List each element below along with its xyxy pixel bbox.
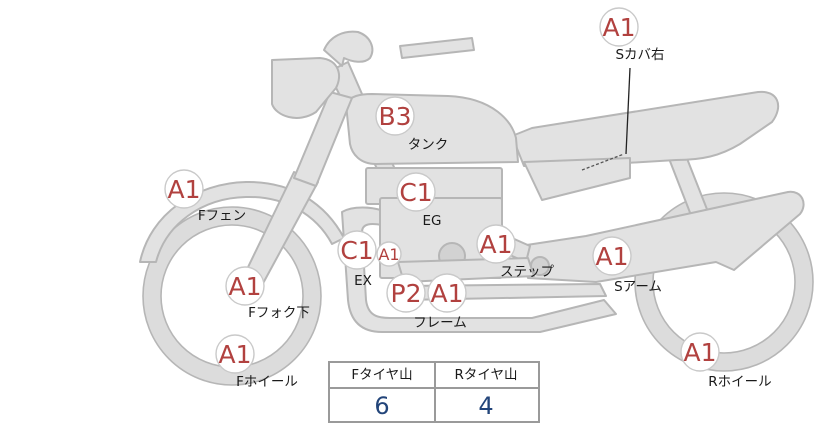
part-label: Fホイール: [236, 374, 298, 390]
part-label: タンク: [408, 137, 449, 153]
grade-badge: B3: [378, 102, 411, 131]
grade-badge: A1: [228, 272, 261, 301]
grade-badge: A1: [595, 242, 628, 271]
part-label: フレーム: [413, 315, 467, 331]
grade-badge: A1: [602, 13, 635, 42]
front-tire-header: Fタイヤ山: [330, 363, 434, 389]
grade-badge: A1: [167, 175, 200, 204]
grade-badge: A1: [378, 245, 399, 264]
grade-badge: A1: [430, 279, 463, 308]
part-callout-frame-p: P2: [387, 274, 425, 312]
grade-badge: P2: [391, 279, 422, 308]
seat-shape: [512, 92, 778, 166]
part-callout-s-cover-right: A1 Sカバ右: [600, 8, 665, 63]
part-label: EG: [423, 213, 442, 229]
part-label: ステップ: [500, 264, 554, 280]
grade-badge: C1: [340, 236, 373, 265]
tire-tread-table: Fタイヤ山 6 Rタイヤ山 4: [328, 361, 540, 423]
grade-badge: A1: [683, 338, 716, 367]
handlebar-grip-shape: [400, 38, 474, 58]
part-label: Rホイール: [708, 374, 771, 390]
swing-arm-shape: [520, 192, 804, 282]
part-label: Sアーム: [614, 279, 662, 295]
part-callout-exhaust-sub: A1: [377, 242, 401, 266]
part-label: Sカバ右: [615, 47, 664, 63]
rear-tire-value: 4: [434, 389, 538, 423]
side-cover-shape: [524, 158, 630, 200]
rear-tire-header: Rタイヤ山: [434, 363, 538, 389]
grade-badge: C1: [399, 178, 432, 207]
part-label: Fフェン: [198, 208, 246, 224]
grade-badge: A1: [218, 340, 251, 369]
part-callout-exhaust: C1 EX: [338, 231, 376, 289]
front-tire-column: Fタイヤ山 6: [330, 363, 436, 421]
grade-badge: A1: [479, 230, 512, 259]
tank-shape: [346, 94, 518, 164]
rear-tire-column: Rタイヤ山 4: [434, 363, 538, 421]
front-tire-value: 6: [330, 389, 434, 423]
part-label: EX: [354, 273, 372, 289]
part-label: Fフォク下: [248, 305, 310, 321]
